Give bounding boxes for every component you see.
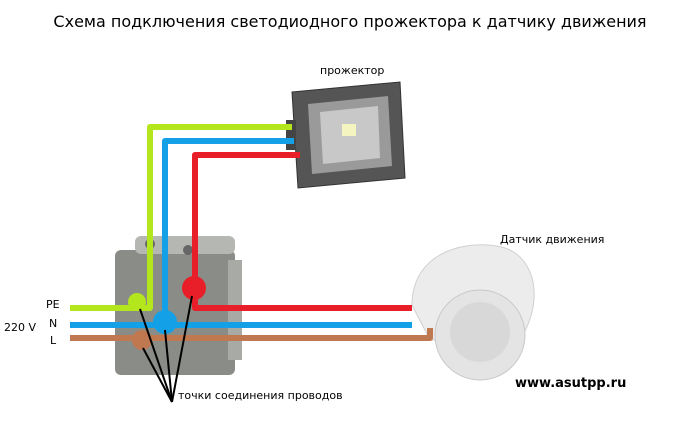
pe-label: PE (46, 298, 60, 311)
switched-wire (192, 152, 412, 311)
l-label: L (50, 334, 57, 347)
pointer-lines (139, 295, 193, 403)
pe-wire (70, 124, 292, 311)
switched-connection-point (182, 276, 206, 300)
website-label: www.asutpp.ru (515, 376, 627, 391)
diagram-title: Схема подключения светодиодного прожекто… (53, 12, 647, 31)
pe-connection-point (128, 293, 146, 311)
floodlight (286, 81, 406, 189)
voltage-label: 220 V (4, 321, 37, 334)
floodlight-label: прожектор (320, 64, 385, 77)
sensor-label: Датчик движения (500, 233, 605, 246)
n-wire-to-floodlight (162, 138, 294, 325)
motion-sensor (411, 244, 535, 381)
led-chip (342, 124, 356, 136)
l-wire (70, 328, 433, 341)
n-label: N (49, 317, 58, 330)
l-connection-point (132, 330, 152, 350)
n-connection-point (153, 310, 177, 334)
connection-points-label: точки соединения проводов (178, 389, 343, 402)
